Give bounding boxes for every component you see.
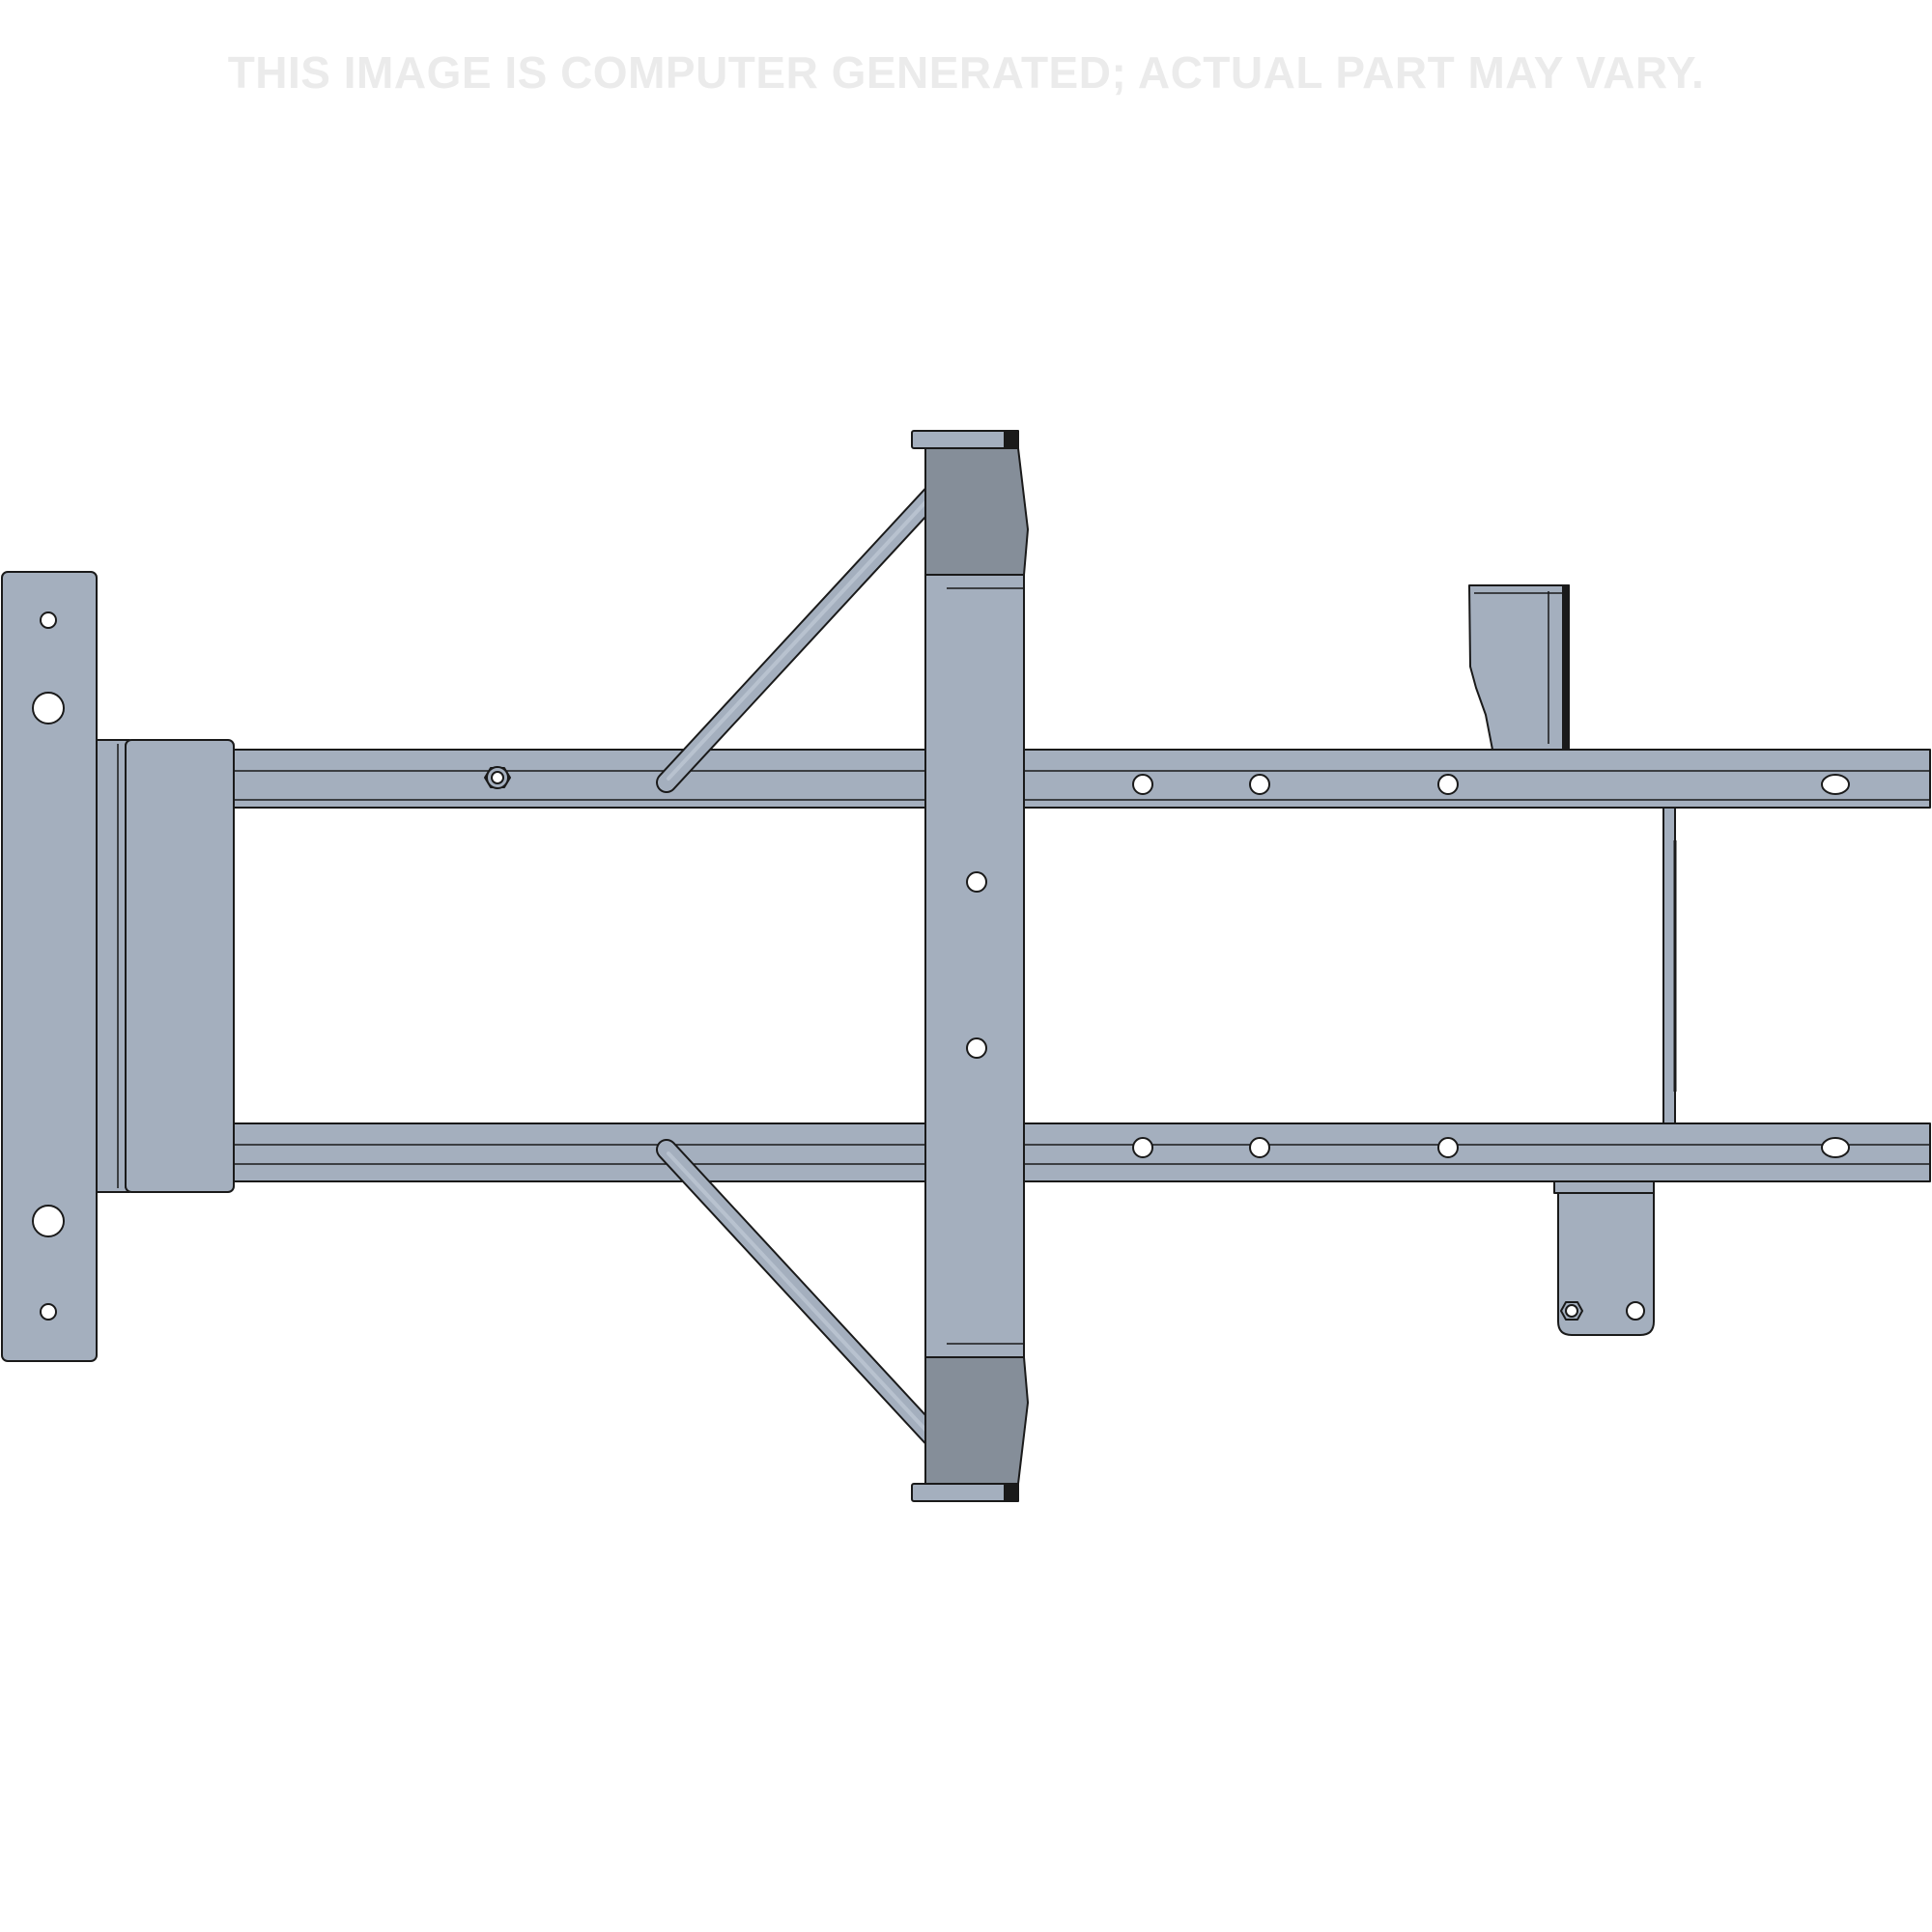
disclaimer-watermark: THIS IMAGE IS COMPUTER GENERATED; ACTUAL… [227,47,1705,98]
cross-member-top-shadow [924,447,1029,576]
rail-spacer-plate [1662,807,1676,1124]
top-rail [233,749,1931,809]
rail-hole [1437,1137,1459,1158]
mounting-hole [32,692,65,724]
rail-slot [1821,1137,1850,1158]
rail-hole [1437,774,1459,795]
cross-member-hole [966,871,987,893]
upper-right-bracket [1468,584,1570,751]
rail-sleeve-block [125,739,235,1193]
cross-member-bottom-tab [911,1483,1019,1502]
left-mounting-plate [1,571,98,1362]
cross-member-bottom-shadow [924,1356,1029,1485]
rail-hole [1249,1137,1270,1158]
rail-hole [1132,1137,1153,1158]
rail-hole [1249,774,1270,795]
mounting-hole [40,611,57,629]
lower-right-bracket-lip [1553,1180,1655,1194]
bracket-hole [1626,1301,1645,1321]
rail-slot [1821,774,1850,795]
rail-hole [1132,774,1153,795]
bottom-rail [233,1122,1931,1182]
plate-flange [96,739,130,1193]
cross-member-body [924,574,1025,1358]
cross-member-top-tab [911,430,1019,449]
mounting-hole [32,1205,65,1237]
lower-right-bracket [1557,1192,1655,1336]
mounting-hole [40,1303,57,1321]
cross-member-hole [966,1037,987,1059]
